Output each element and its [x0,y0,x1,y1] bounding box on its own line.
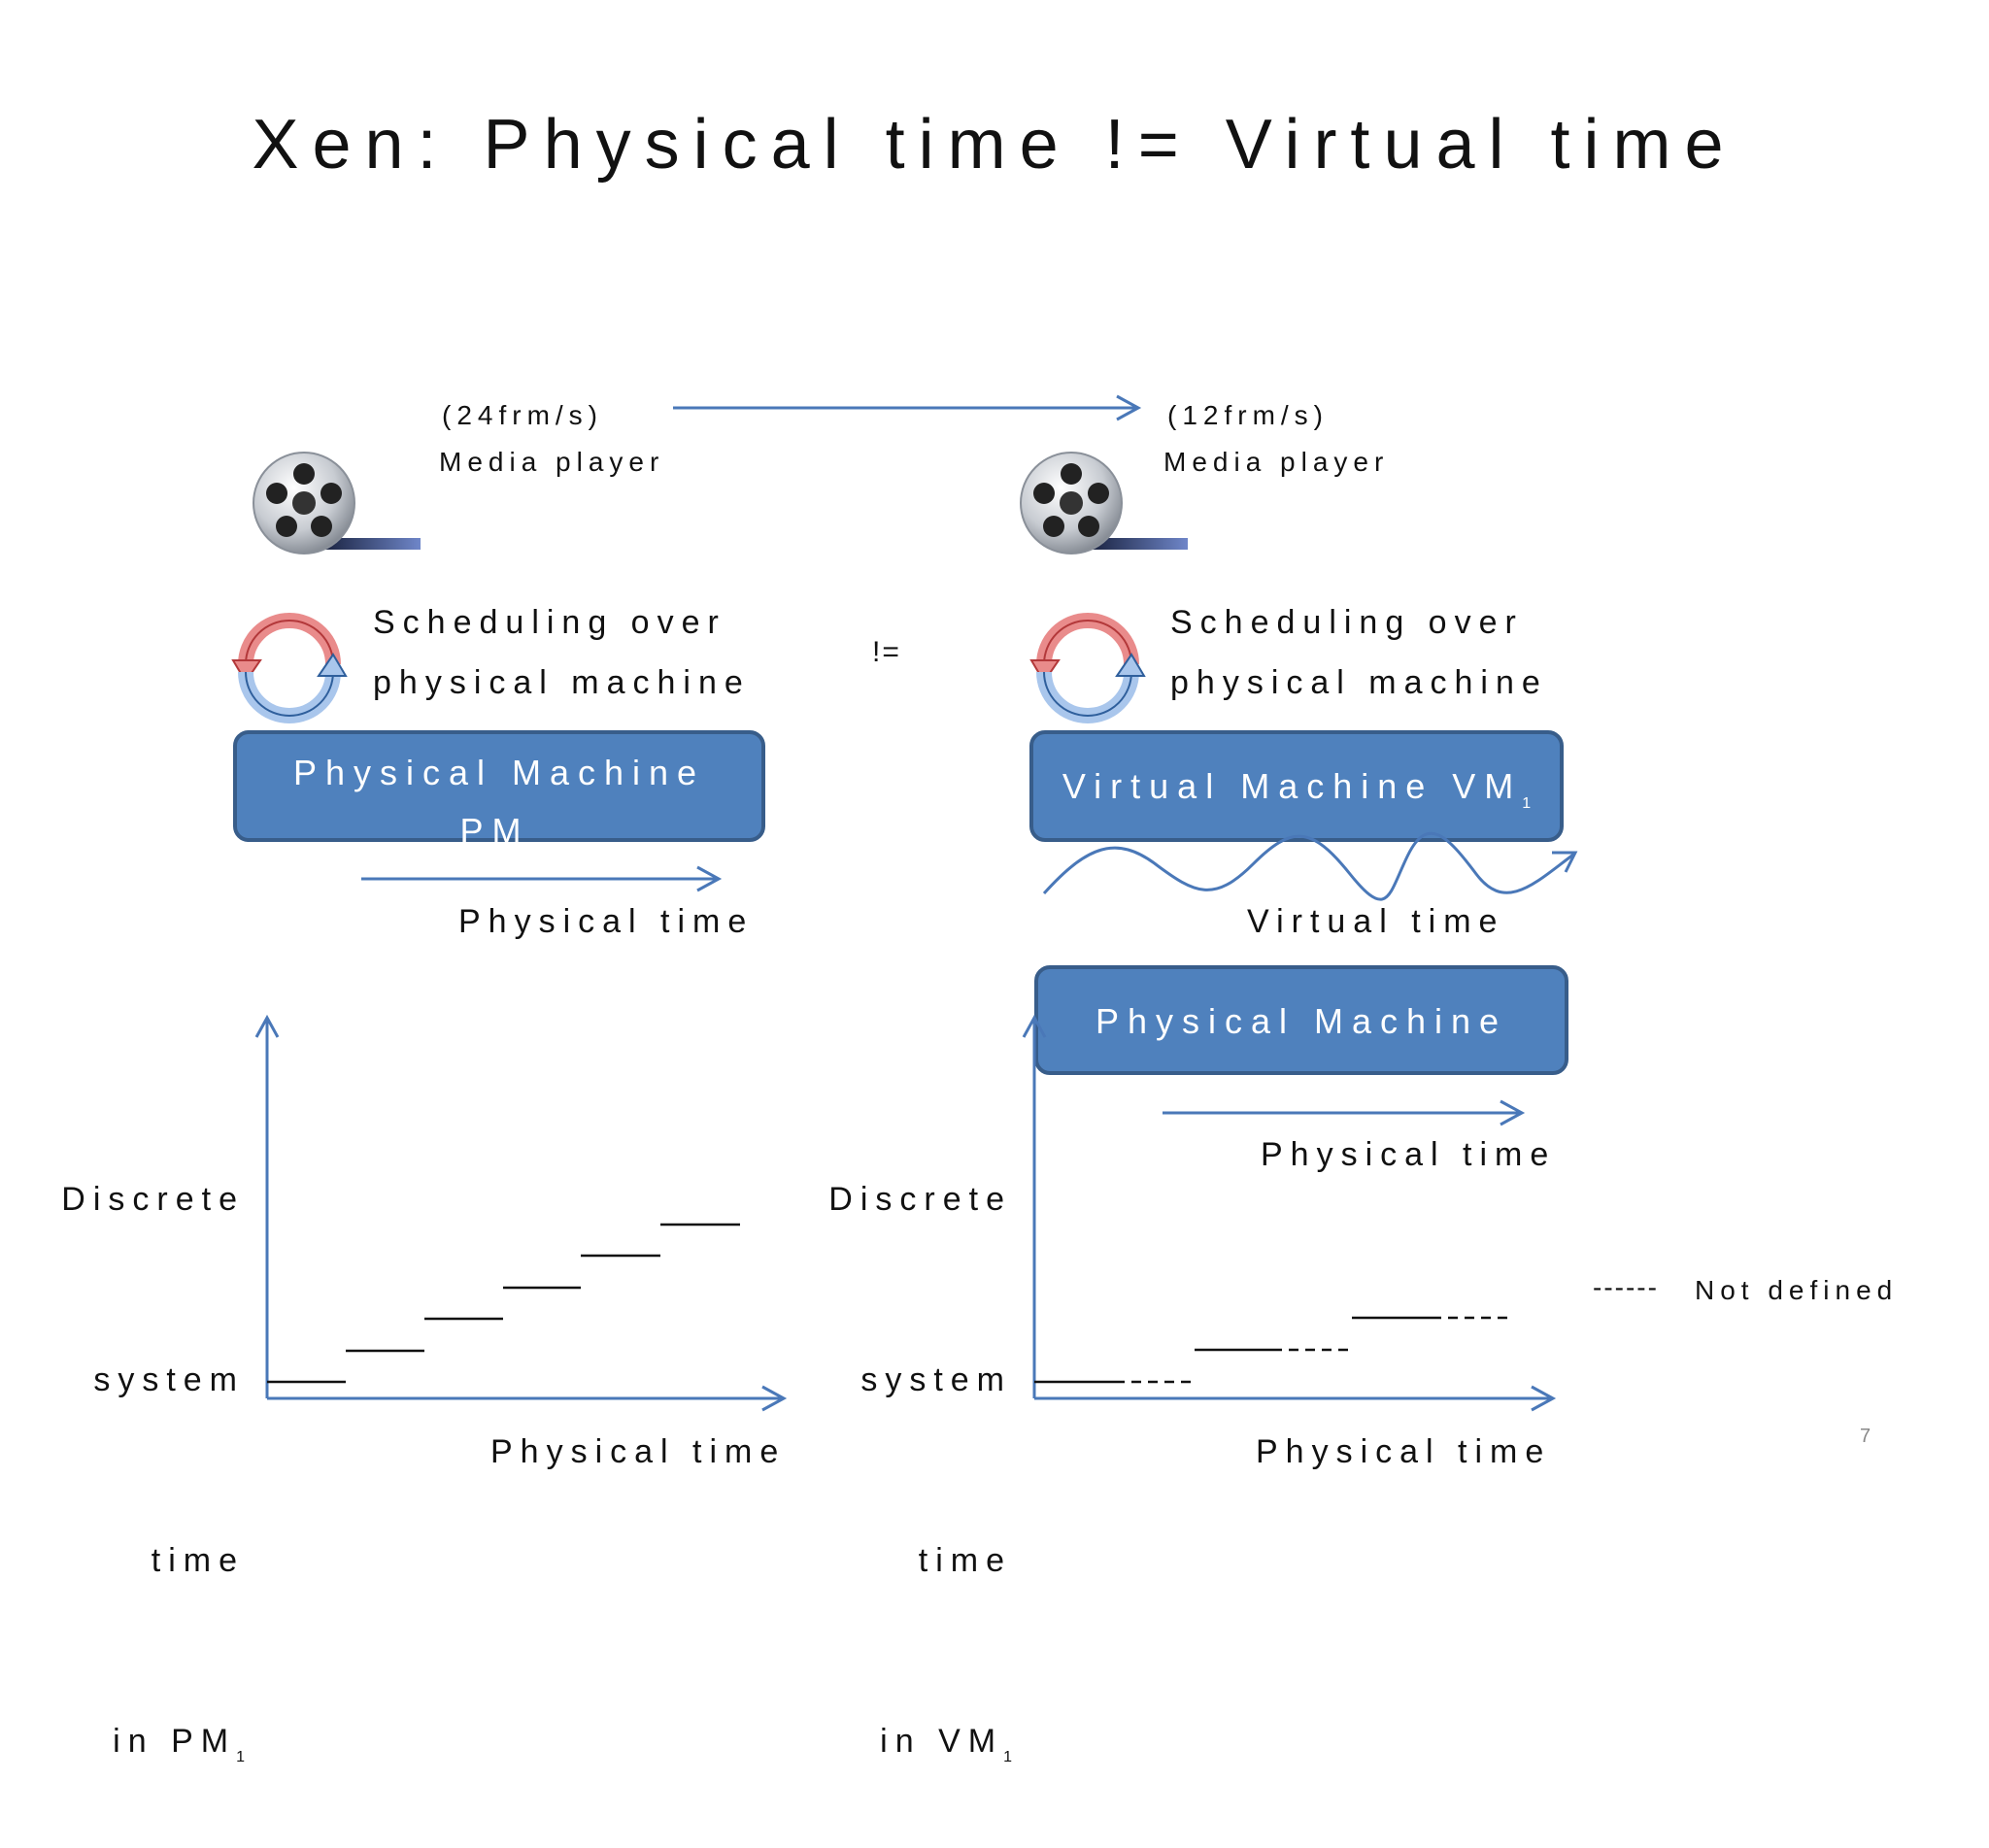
film-reel-icon [1020,452,1188,554]
scheduling-label-pm-line1: Scheduling over [373,604,726,641]
yaxis-right-line4-text: in VM [880,1723,1004,1760]
not-equal-sign: != [872,636,901,668]
right-staircase-steps [1034,1316,1510,1384]
yaxis-left-subscript: 1 [236,1749,245,1765]
physical-machine-box-right-text: Physical Machine [1095,1001,1508,1041]
film-reel-icon [253,452,421,554]
media-player-label-vm: Media player [1163,447,1390,477]
virtual-time-label-vm: Virtual time [1247,903,1505,940]
pm-subscript: 1 [529,840,539,857]
virtual-machine-vm-box: Virtual Machine VM1 [1029,730,1564,842]
top-arrow [673,394,1142,421]
yaxis-right-line1: Discrete [828,1181,1012,1218]
yaxis-left-line3: time [151,1542,245,1579]
physical-time-arrow-right [1163,1099,1526,1126]
physical-machine-box-right: Physical Machine [1034,965,1568,1075]
yaxis-right-line3: time [918,1542,1012,1579]
legend-dash-sample: ------ [1593,1272,1659,1302]
yaxis-left-line4-text: in PM [113,1723,237,1760]
right-chart-axes [1022,1014,1557,1412]
pm-box-line2: PM1 [237,802,761,878]
scheduling-label-pm-line2: physical machine [373,664,751,701]
left-chart-axes [254,1014,788,1412]
rate-label-vm: (12frm/s) [1167,400,1329,430]
yaxis-right-subscript: 1 [1003,1749,1012,1765]
pm-box-pm-text: PM [459,811,530,851]
slide-title: Xen: Physical time != Virtual time [252,106,1737,184]
yaxis-left-line2: system [93,1361,245,1398]
rate-label-pm: (24frm/s) [442,400,603,430]
scheduling-label-vm-line1: Scheduling over [1170,604,1524,641]
xaxis-label-right: Physical time [1256,1433,1552,1470]
diagram-graphics [231,394,1578,1412]
virtual-time-wavy-arrow [1042,831,1578,901]
physical-time-label-pm: Physical time [458,903,755,940]
xaxis-label-left: Physical time [490,1433,787,1470]
vm-box-text: Virtual Machine VM [1062,766,1523,806]
page-number: 7 [1860,1426,1871,1447]
yaxis-left-line4: in PM1 [39,1711,245,1788]
cycle-arrows-icon [231,613,348,723]
left-staircase-steps [267,1223,740,1384]
vm-subscript: 1 [1522,795,1532,812]
physical-time-label-right-box: Physical time [1261,1136,1557,1173]
yaxis-right-line4: in VM1 [806,1711,1012,1788]
pm-box-line1: Physical Machine [292,753,706,792]
physical-time-arrow-pm [361,865,723,892]
yaxis-left-line1: Discrete [61,1181,245,1218]
scheduling-label-vm-line2: physical machine [1170,664,1548,701]
media-player-label-pm: Media player [439,447,665,477]
cycle-arrows-icon [1029,613,1146,723]
legend-not-defined-label: Not defined [1695,1275,1899,1305]
yaxis-right-line2: system [860,1361,1012,1398]
physical-machine-pm-box: Physical Machine PM1 [233,730,765,857]
